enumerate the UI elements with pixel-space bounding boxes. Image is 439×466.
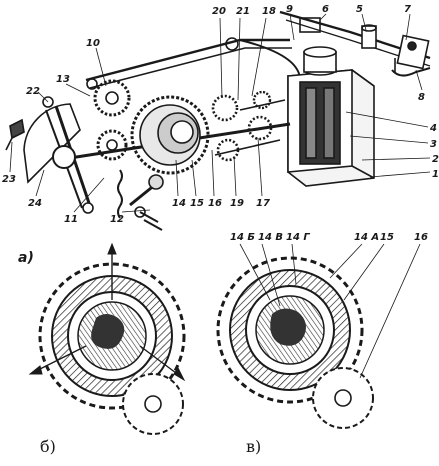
panel-label-b: б) [40, 437, 56, 456]
label-15: 15 [190, 198, 204, 209]
label-14v: 14 В [258, 232, 283, 243]
label-10: 10 [86, 38, 100, 49]
label-24: 24 [28, 198, 42, 209]
label-8: 8 [418, 92, 425, 103]
label-11: 11 [64, 214, 78, 225]
label-7: 7 [404, 4, 411, 15]
label-14a: 14 А [354, 232, 379, 243]
label-19: 19 [230, 198, 244, 209]
label-3: 3 [430, 139, 437, 150]
solenoid-housing [287, 46, 375, 187]
label-15c: 15 [380, 232, 394, 243]
part-numbers: 1 2 3 4 5 6 7 8 9 10 11 12 13 14 15 16 1… [2, 4, 439, 266]
label-16: 16 [208, 198, 222, 209]
panel-label-c: в) [246, 437, 261, 456]
label-16c: 16 [414, 232, 428, 243]
panel-label-a: а) [18, 250, 34, 266]
panel-a-mechanism [5, 10, 431, 231]
panel-c-labels: 14 Б 14 В 14 Г 14 А 15 16 [230, 232, 428, 243]
label-9: 9 [286, 4, 293, 15]
label-13: 13 [56, 74, 70, 85]
leader-lines [9, 13, 431, 213]
spring-lever [117, 169, 164, 231]
label-12: 12 [110, 214, 124, 225]
label-2: 2 [432, 154, 439, 165]
label-4: 4 [429, 123, 437, 134]
label-18: 18 [262, 6, 276, 17]
gear-train [93, 79, 286, 162]
panel-c-drum-detail [216, 243, 421, 429]
label-22: 22 [26, 86, 40, 97]
top-linkage-rods [85, 10, 431, 90]
label-21: 21 [236, 6, 250, 17]
label-14b: 14 Б [230, 232, 255, 243]
label-14g: 14 Г [286, 232, 310, 243]
label-14: 14 [172, 198, 186, 209]
pendulum-dial [5, 96, 94, 214]
label-5: 5 [356, 4, 363, 15]
label-23: 23 [2, 174, 16, 185]
panel-b-drum [28, 242, 186, 435]
label-20: 20 [212, 6, 226, 17]
label-1: 1 [432, 169, 439, 180]
label-6: 6 [322, 4, 329, 15]
label-17: 17 [256, 198, 270, 209]
ratchet-wheel [130, 95, 210, 175]
top-right-bracket [299, 17, 431, 77]
